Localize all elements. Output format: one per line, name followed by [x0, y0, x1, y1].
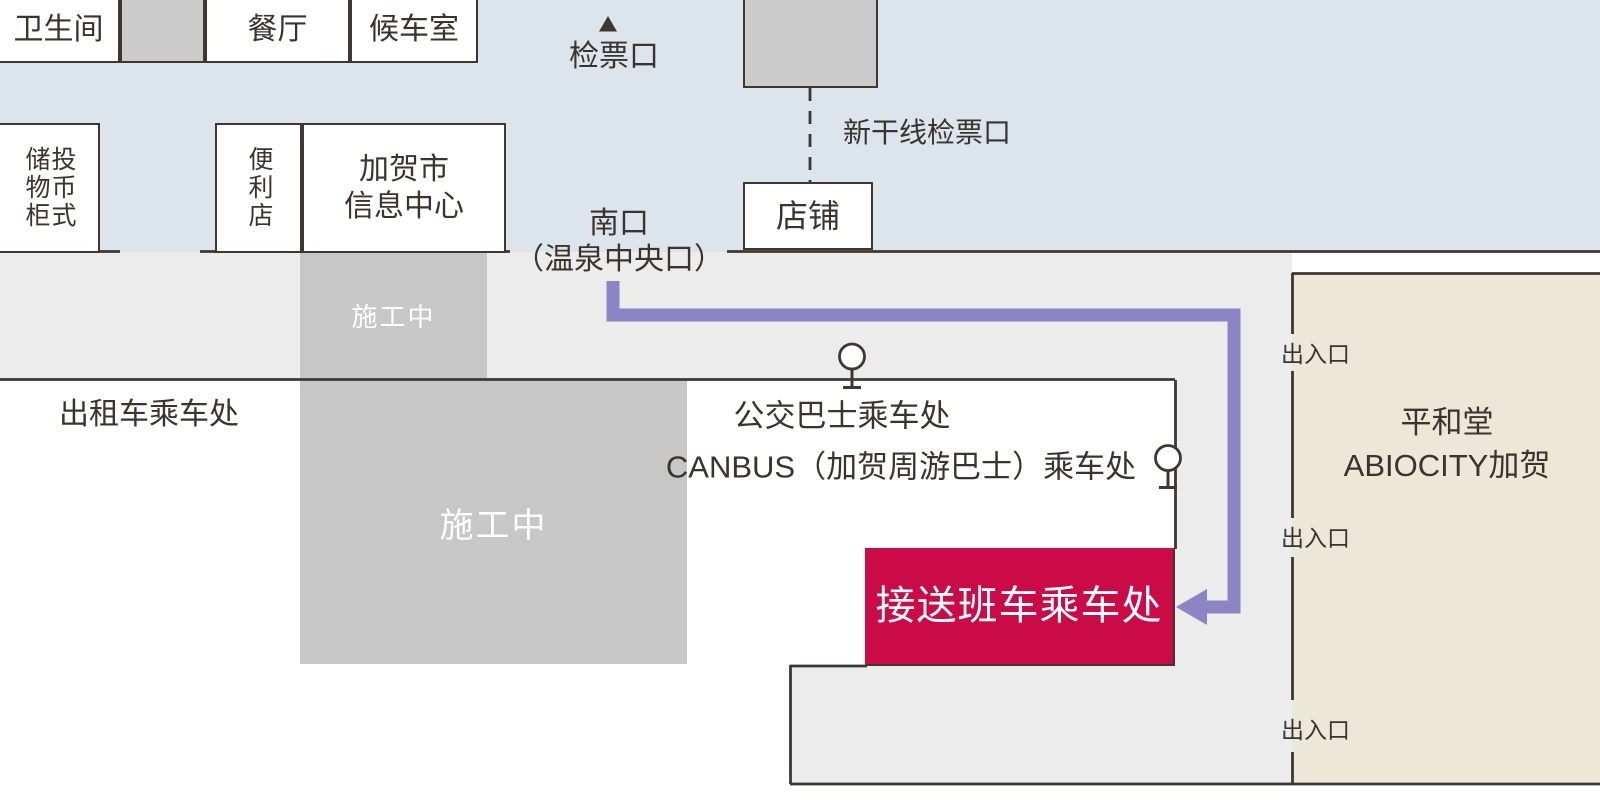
canbus-stop-label: CANBUS（加贺周游巴士）乘车处: [665, 449, 1137, 485]
lockers-label-right: 投币式: [48, 146, 76, 230]
restaurant-box: 餐厅: [205, 0, 350, 63]
convenience-store-box: 便利店: [215, 123, 302, 253]
restroom-box: 卫生间: [0, 0, 120, 63]
waiting-room-label: 候车室: [369, 13, 459, 47]
shuttle-stop-label: 接送班车乘车处: [875, 584, 1163, 628]
restaurant-label: 餐厅: [247, 13, 308, 47]
lockers-box: 储物柜 投币式: [0, 123, 100, 253]
taxi-stand-label: 出租车乘车处: [59, 398, 239, 431]
entrance-label: 出入口: [1281, 717, 1350, 743]
south-exit-label-line2: （温泉中央口）: [514, 243, 724, 276]
ticket-gate-label: 检票口: [569, 40, 659, 73]
bus-stop-label: 公交巴士乘车处: [733, 398, 951, 434]
lockers-label-left: 储物柜: [22, 146, 50, 230]
entrance-label: 出入口: [1281, 341, 1350, 367]
info-center-box: 加贺市 信息中心: [302, 123, 506, 253]
building-name-label: 平和堂 ABIOCITY加贺: [1344, 401, 1551, 487]
shinkansen-gate-label: 新干线检票口: [842, 117, 1012, 149]
construction-zone-large: 施工中: [300, 380, 687, 664]
shop-label: 店铺: [775, 198, 840, 234]
construction-zone-small: 施工中: [300, 252, 487, 379]
construction-small-label: 施工中: [351, 302, 436, 332]
restroom-label: 卫生间: [13, 13, 104, 47]
info-center-label-line2: 信息中心: [344, 190, 464, 223]
shinkansen-hall-box: [743, 0, 878, 88]
info-center-label-line1: 加贺市: [359, 152, 449, 186]
shuttle-stop-badge: 接送班车乘车处: [865, 548, 1175, 666]
construction-large-label: 施工中: [439, 506, 548, 545]
building-name-line2: ABIOCITY加贺: [1343, 448, 1551, 483]
waiting-room-box: 候车室: [350, 0, 478, 63]
convenience-store-label: 便利店: [245, 146, 273, 230]
heiwado-building: [1292, 273, 1600, 784]
building-name-line1: 平和堂: [1400, 405, 1494, 440]
lower-plaza: [790, 666, 1292, 784]
south-exit-label: 南口 （温泉中央口）: [514, 206, 724, 278]
entrance-label: 出入口: [1281, 525, 1350, 551]
annex-box: [120, 0, 205, 63]
shop-box: 店铺: [743, 182, 873, 250]
south-exit-label-line1: 南口: [589, 207, 649, 240]
